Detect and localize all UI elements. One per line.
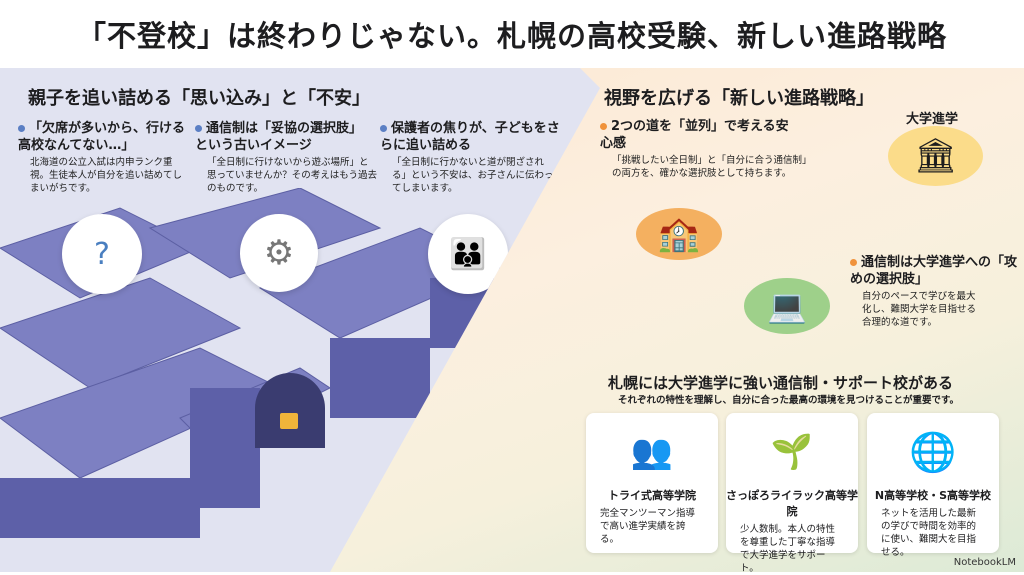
- left-heading: 親子を追い詰める「思い込み」と「不安」: [28, 88, 370, 109]
- university-icon: 🏛: [888, 126, 983, 186]
- left-point-1-title: 「欠席が多いから、行ける高校なんてない…」: [18, 121, 186, 153]
- right-heading: 視野を広げる「新しい進路戦略」: [604, 88, 874, 109]
- parent-child-icon: 👪: [428, 214, 508, 294]
- bullet-dot: [600, 123, 607, 130]
- school-name: さっぽろライラック高等学院: [726, 489, 858, 518]
- bullet-dot: [195, 125, 202, 132]
- school-card: 🌱 さっぽろライラック高等学院少人数制。本人の特性を尊重した丁寧な指導で大学進学を…: [726, 413, 858, 574]
- schools-heading: 札幌には大学進学に強い通信制・サポート校がある: [608, 374, 954, 392]
- title-bar: 「不登校」は終わりじゃない。札幌の高校受験、新しい進路戦略: [0, 0, 1024, 68]
- bullet-dot: [380, 125, 387, 132]
- people-chat-icon: 👥: [630, 432, 674, 472]
- laptop-network-icon: 💻: [744, 278, 830, 334]
- right-point-2-title: 通信制は大学進学への「攻めの選択肢」: [850, 255, 1018, 287]
- school-card: 🌐 N高等学校・S高等学校ネットを活用した最新の学びで時間を効率的に使い、難関大を…: [867, 413, 999, 558]
- high-school-icon: 🏫: [636, 208, 722, 260]
- gate-icon: [255, 373, 325, 448]
- school-name: トライ式高等学院: [608, 489, 696, 502]
- right-point-2-desc: 自分のペースで学びを最大化し、難関大学を目指せる合理的な道です。: [862, 291, 977, 328]
- brand-label: NotebookLM: [953, 557, 1016, 568]
- left-panel: ? ⚙ 👪 親子を追い詰める「思い込み」と「不安」 「欠席が多いから、行ける高校…: [0, 68, 600, 572]
- gear-pencil-icon: ⚙: [240, 214, 318, 292]
- confused-student-icon: ?: [62, 214, 142, 294]
- schools-subheading: それぞれの特性を理解し、自分に合った最高の環境を見つけることが重要です。: [618, 395, 960, 406]
- school-name: N高等学校・S高等学校: [874, 489, 992, 502]
- left-point-3-desc: 「全日制に行かないと道が閉ざされる」という不安は、お子さんに伝わってしまいます。: [392, 157, 554, 194]
- school-desc: 完全マンツーマン指導で高い進学実績を誇る。: [600, 508, 696, 545]
- goal-label: 大学進学: [906, 112, 959, 127]
- page-title: 「不登校」は終わりじゃない。札幌の高校受験、新しい進路戦略: [76, 19, 947, 53]
- left-point-2-desc: 「全日制に行けないから遊ぶ場所」と思っていませんか？その考えはもう過去のものです…: [207, 157, 377, 194]
- right-point-1-desc: 「挑戦したい全日制」と「自分に合う通信制」の両方を、確かな選択肢として持ちます。: [612, 155, 812, 179]
- bullet-dot: [18, 125, 25, 132]
- sprout-hand-icon: 🌱: [770, 432, 814, 472]
- school-card: 👥 トライ式高等学院完全マンツーマン指導で高い進学実績を誇る。: [586, 413, 718, 553]
- left-point-3-title: 保護者の焦りが、子どもをさらに追い詰める: [380, 121, 560, 153]
- right-point-1-title: 2つの道を「並列」で考える安心感: [600, 119, 789, 151]
- left-point-2-title: 通信制は「妥協の選択肢」という古いイメージ: [195, 121, 363, 153]
- school-desc: 少人数制。本人の特性を尊重した丁寧な指導で大学進学をサポート。: [740, 524, 836, 574]
- globe-video-icon: 🌐: [909, 429, 957, 474]
- school-desc: ネットを活用した最新の学びで時間を効率的に使い、難関大を目指せる。: [881, 508, 977, 558]
- bullet-dot: [850, 259, 857, 266]
- infographic: ? ⚙ 👪 親子を追い詰める「思い込み」と「不安」 「欠席が多いから、行ける高校…: [0, 68, 1024, 574]
- left-point-1-desc: 北海道の公立入試は内申ランク重視。生徒本人が自分を追い詰めてしまいがちです。: [30, 157, 183, 194]
